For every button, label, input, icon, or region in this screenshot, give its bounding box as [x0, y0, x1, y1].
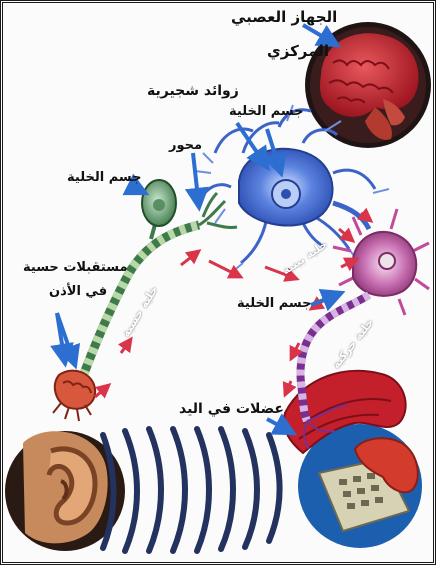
ear-receptors	[53, 371, 95, 421]
cns-label-line2: المركزي	[267, 43, 329, 60]
cell-body-left-label: جسم الخلية	[67, 171, 142, 186]
cns-label-line1: الجهاز العصبي	[231, 9, 337, 26]
hand-muscles-label: عضلات في اليد	[179, 401, 284, 417]
cell-body-top-label: جسم الخلية	[229, 105, 304, 120]
ear-receptors-label-line1: مستقبلات حسية	[23, 261, 128, 276]
sound-waves	[103, 429, 280, 551]
axon-label: محور	[169, 139, 202, 154]
ear-receptors-label-line2: في الأذن	[49, 285, 107, 300]
dendrites-label: زوائد شجيرية	[147, 83, 239, 99]
cell-body-right-label: جسم الخلية	[237, 297, 312, 312]
